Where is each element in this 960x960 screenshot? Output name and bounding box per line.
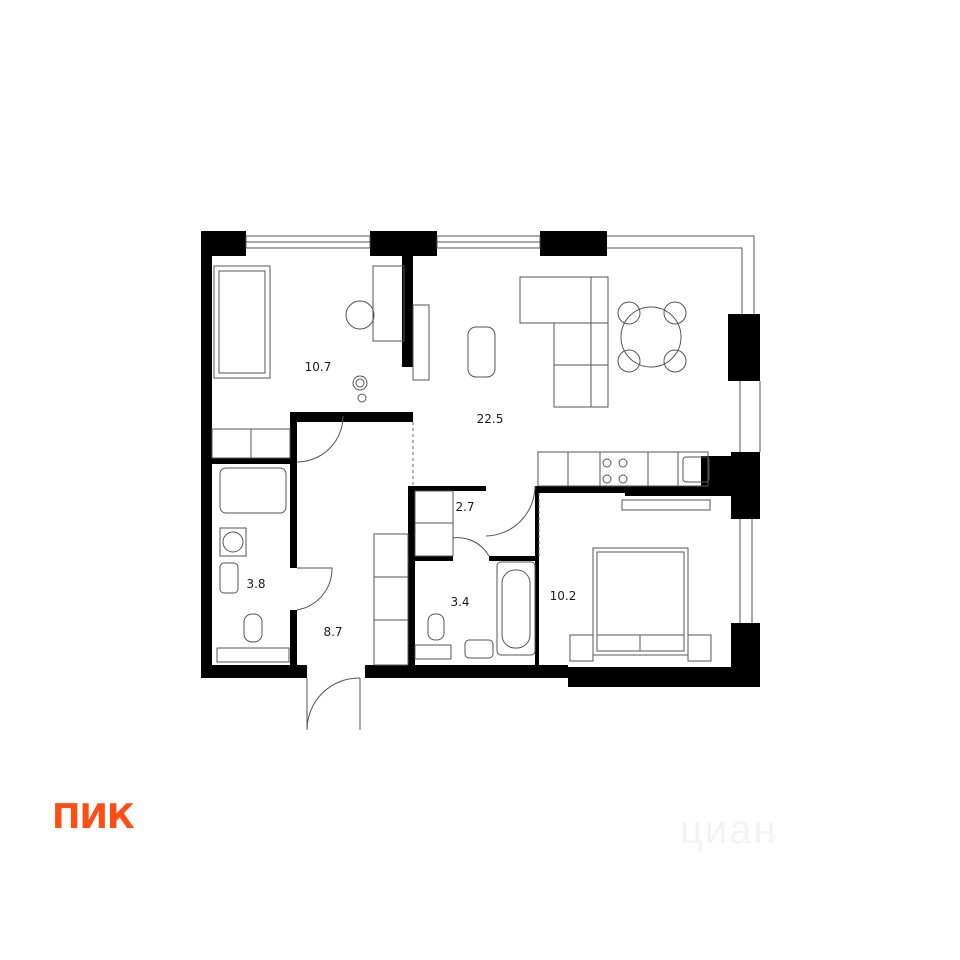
room-area-hallway: 8.7 [323,625,343,639]
room-area-bedroom-2: 10.2 [549,589,577,603]
room-area-living-kitchen: 22.5 [476,412,504,426]
walls [201,231,760,687]
room-area-bathroom-1: 3.8 [246,577,266,591]
room-area-bedroom-1: 10.7 [304,360,332,374]
doors [296,415,536,731]
room-area-bathroom-2: 3.4 [450,595,470,609]
furniture [211,265,712,666]
room-area-wardrobe: 2.7 [455,500,475,514]
windows [245,235,761,623]
pik-logo: ПИК [52,797,135,837]
cian-watermark: циан [680,808,778,852]
zone-dividers [412,422,540,556]
